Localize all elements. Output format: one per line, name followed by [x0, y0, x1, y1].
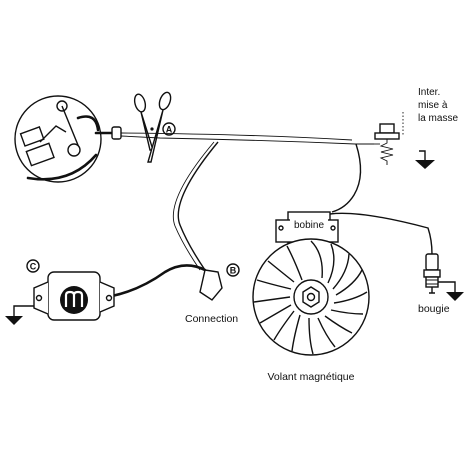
flywheel-icon: [252, 238, 370, 356]
inter-label: Inter. mise à la masse: [418, 87, 458, 124]
ground-icon: [438, 281, 464, 301]
main-wire: [120, 135, 374, 145]
svg-text:Inter.: Inter.: [418, 87, 440, 98]
bobine-wire: [331, 143, 362, 213]
switch-icon: [372, 123, 400, 165]
points-icon: [19, 100, 100, 167]
points-plate: [14, 95, 122, 183]
svg-text:A: A: [166, 125, 173, 135]
svg-text:mise à: mise à: [418, 100, 448, 111]
ground-icon: [415, 150, 435, 169]
svg-text:bobine: bobine: [294, 220, 324, 231]
bobine-coil: bobine: [275, 211, 433, 255]
svg-text:Volant magnétique: Volant magnétique: [268, 371, 355, 383]
svg-text:B: B: [230, 266, 237, 276]
module-icon: [33, 264, 223, 321]
svg-text:Connection: Connection: [185, 313, 238, 325]
marker-b: B: [226, 263, 240, 277]
svg-text:la masse: la masse: [418, 113, 458, 124]
ground-icon: [5, 305, 34, 325]
scissors-icon: [133, 91, 172, 163]
svg-text:bougie: bougie: [418, 303, 450, 315]
spark-plug-icon: [423, 253, 441, 294]
marker-c: C: [26, 259, 40, 273]
marker-a: A: [162, 122, 176, 136]
svg-text:C: C: [30, 262, 37, 272]
connection-wire: [177, 141, 219, 271]
